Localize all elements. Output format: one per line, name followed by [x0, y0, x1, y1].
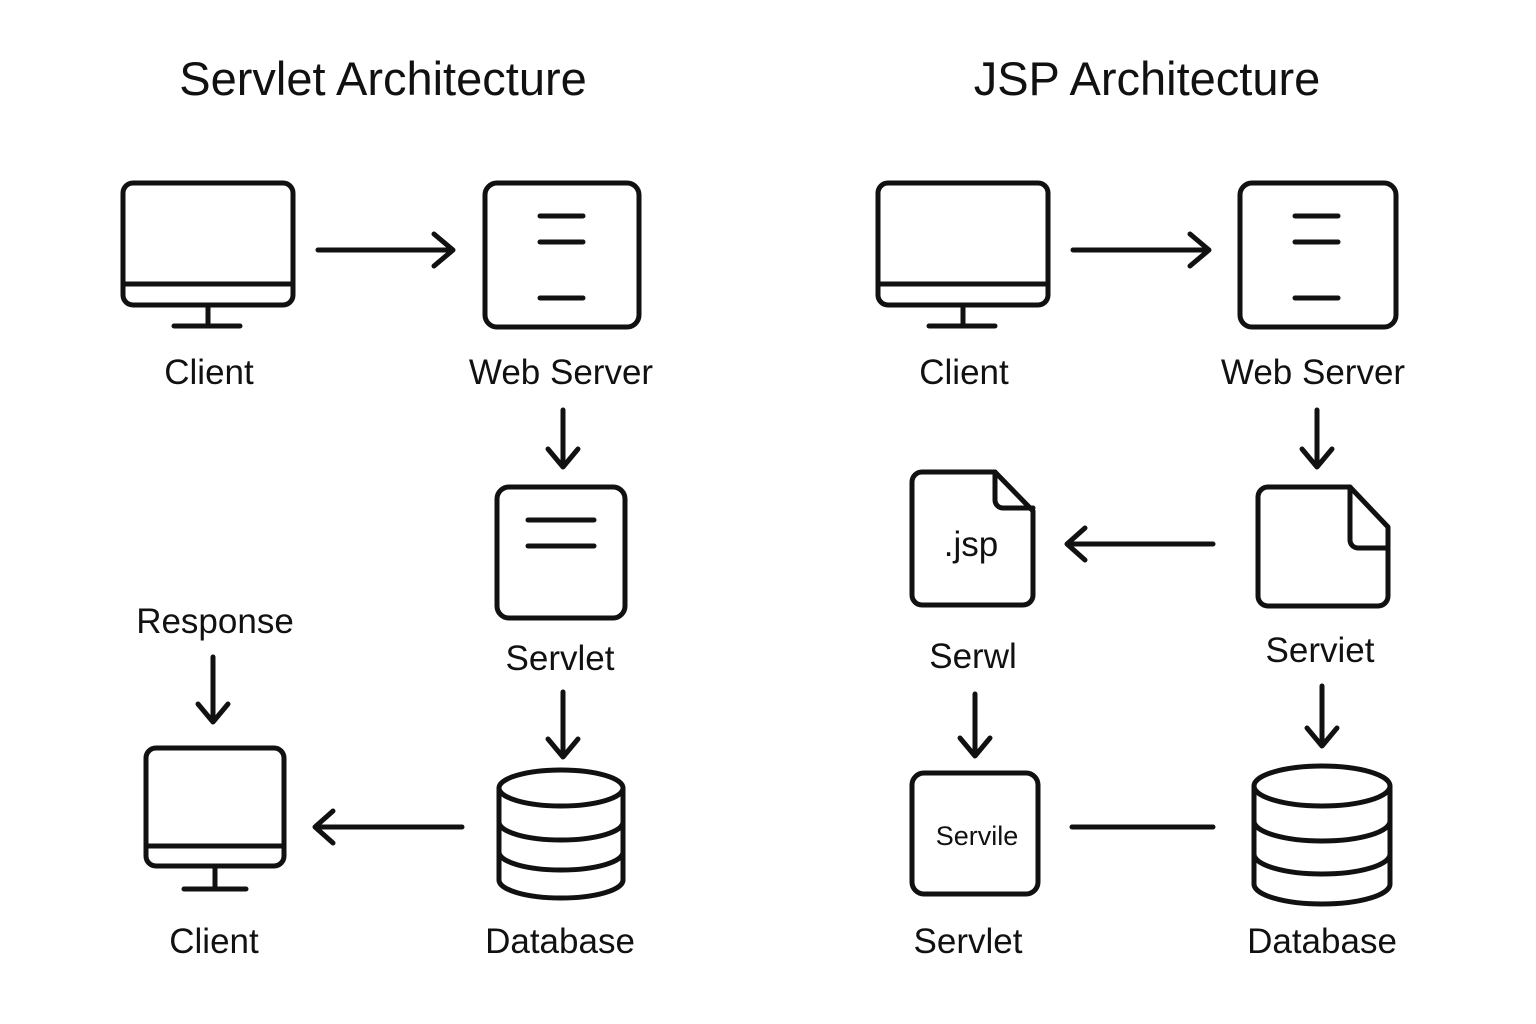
- jsp-servlet-bottom-label: Servlet: [914, 922, 1023, 961]
- arrow-icon: [1064, 525, 1216, 563]
- arrow-icon: [312, 808, 465, 846]
- arrow-icon: [545, 407, 581, 470]
- servlet-architecture-title: Servlet Architecture: [179, 52, 587, 105]
- arrow-icon: [545, 689, 581, 760]
- monitor-icon: [875, 180, 1051, 329]
- arrow-icon: [1299, 407, 1335, 470]
- arrow-icon: [1304, 683, 1340, 749]
- client-label: Client: [164, 353, 254, 392]
- jsp-database-label: Database: [1247, 922, 1397, 961]
- servlet-file-label: Serviet: [1266, 631, 1375, 670]
- jsp-servlet-label: Serwl: [929, 637, 1017, 676]
- arrow-icon: [1070, 231, 1212, 269]
- arrow-icon: [195, 654, 231, 725]
- monitor-icon: [143, 745, 287, 892]
- jsp-document-icon: [909, 469, 1036, 608]
- server-icon: [1237, 180, 1399, 330]
- database-icon: [496, 767, 626, 901]
- servlet-box-text: Servile: [936, 821, 1019, 851]
- monitor-icon: [120, 180, 296, 329]
- database-icon: [1251, 763, 1393, 907]
- jsp-file-text: .jsp: [944, 525, 998, 564]
- document-icon: [1255, 484, 1391, 609]
- jsp-architecture-title: JSP Architecture: [974, 52, 1321, 105]
- response-label: Response: [136, 602, 294, 641]
- servlet-box-icon: [909, 770, 1041, 897]
- arrow-icon: [315, 231, 456, 269]
- servlet-icon: [494, 484, 628, 621]
- client-bottom-label: Client: [169, 922, 259, 961]
- servlet-label: Servlet: [506, 639, 615, 678]
- arrow-icon: [957, 691, 993, 759]
- database-label: Database: [485, 922, 635, 961]
- jsp-client-label: Client: [919, 353, 1009, 392]
- jsp-web-server-label: Web Server: [1221, 353, 1405, 392]
- server-icon: [482, 180, 642, 330]
- web-server-label: Web Server: [469, 353, 653, 392]
